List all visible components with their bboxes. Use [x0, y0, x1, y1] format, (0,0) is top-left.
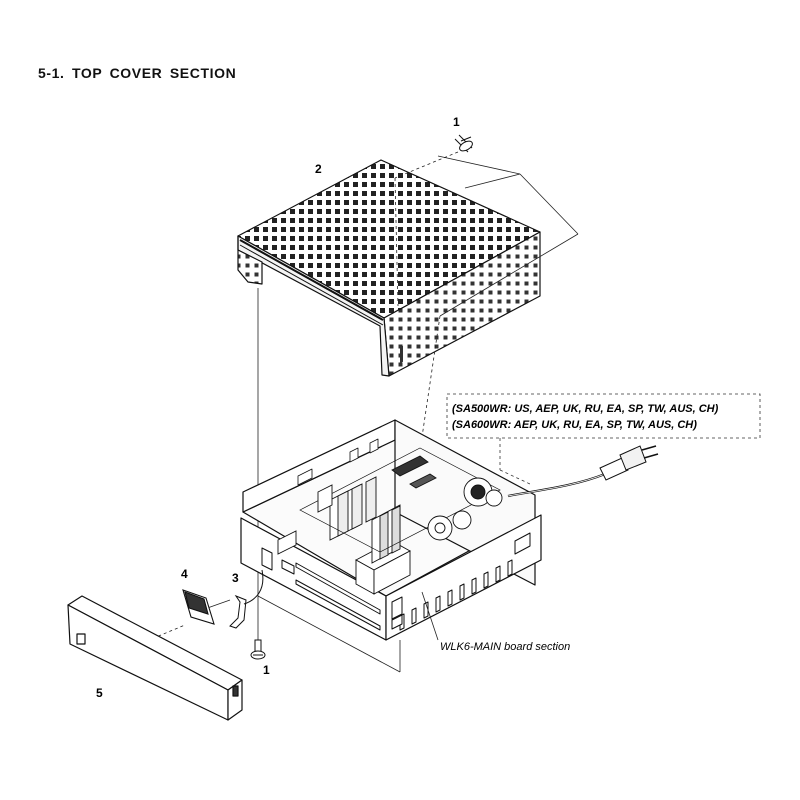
callout-1-top: 1: [453, 115, 460, 129]
small-board: [182, 589, 215, 625]
front-panel: [67, 595, 243, 721]
note-sa500wr: (SA500WR: US, AEP, UK, RU, EA, SP, TW, A…: [452, 403, 719, 415]
power-cord: [507, 445, 659, 498]
main-board-components: [277, 447, 503, 595]
board-section-label: WLK6-MAIN board section: [440, 641, 570, 653]
callout-3: 3: [232, 571, 239, 585]
callout-5: 5: [96, 686, 103, 700]
screw-top: [454, 134, 473, 153]
top-cover: [237, 159, 541, 377]
callout-4: 4: [181, 567, 188, 581]
note-sa600wr: (SA600WR: AEP, UK, RU, EA, SP, TW, AUS, …: [452, 419, 697, 431]
page-title: 5-1. TOP COVER SECTION: [38, 65, 237, 81]
screw-bottom: [250, 639, 266, 660]
callout-1-bottom: 1: [263, 663, 270, 677]
callout-2: 2: [315, 162, 322, 176]
model-note-box: [446, 393, 761, 485]
assembly-lines-top: [257, 151, 579, 640]
flex-cable: [229, 569, 264, 629]
